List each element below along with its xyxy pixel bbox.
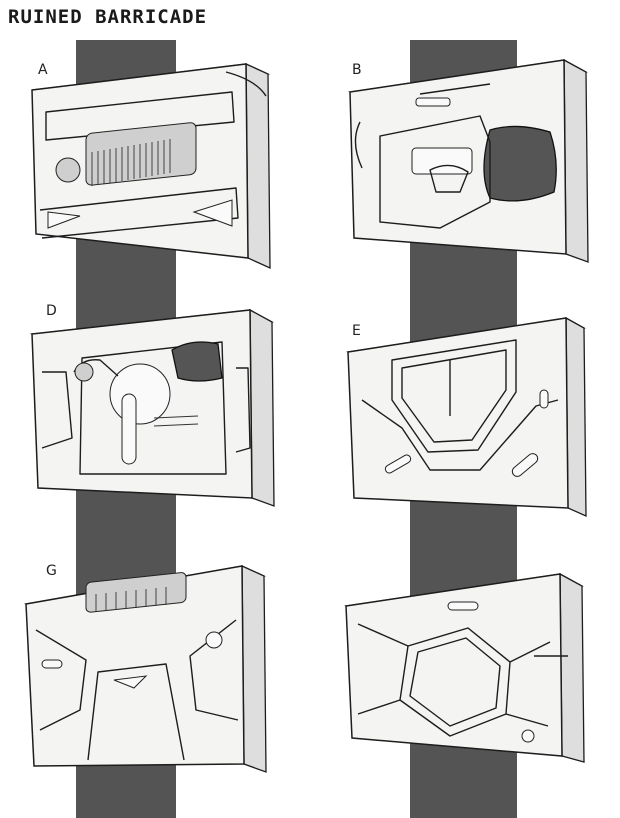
panel-letter-a: A (38, 62, 48, 78)
barricade-sketch-g (23, 564, 267, 773)
panel-letter-b: B (352, 62, 362, 78)
barricade-sketch-d (29, 308, 275, 507)
barricade-sketch-b (348, 58, 589, 263)
panel-letter-d: D (46, 303, 57, 319)
page-title: RUINED BARRICADE (8, 6, 208, 28)
panel-letter-g: G (46, 563, 57, 579)
panel-letter-e: E (352, 323, 361, 339)
barricade-sketch-a (31, 62, 271, 270)
barricade-sketch-h (344, 572, 585, 763)
barricade-sketch-e (346, 316, 587, 518)
